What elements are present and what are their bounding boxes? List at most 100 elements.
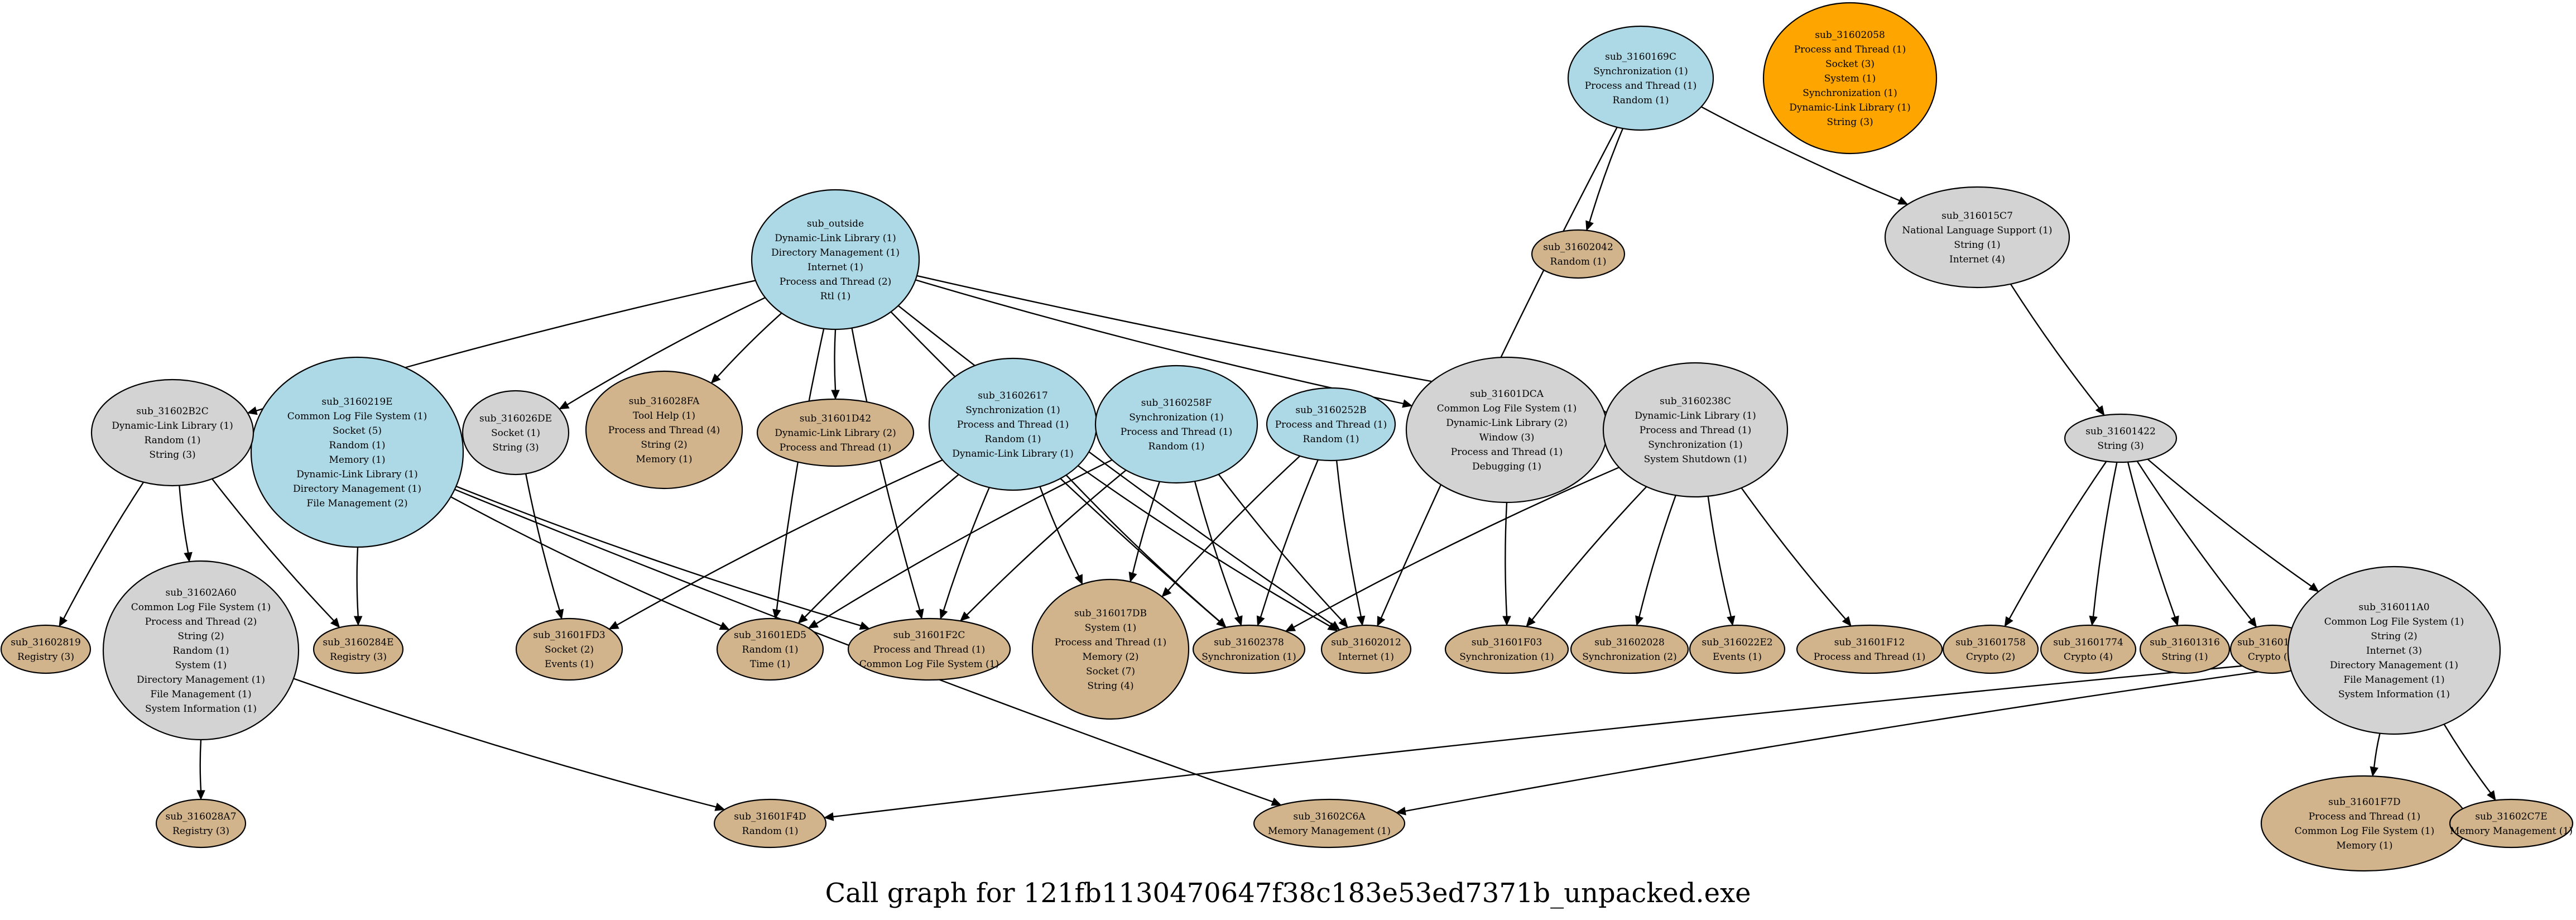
node-api-category: Dynamic-Link Library (1) xyxy=(112,420,233,432)
node-function-name: sub_31602B2C xyxy=(136,406,208,417)
node-function-name: sub_31601422 xyxy=(2085,426,2156,437)
node-function-name: sub_316015C7 xyxy=(1941,210,2013,222)
node-ellipse xyxy=(515,617,623,681)
node-api-category: Socket (5) xyxy=(333,425,382,437)
node-api-category: String (1) xyxy=(2161,651,2208,663)
node-api-category: String (3) xyxy=(149,449,195,461)
node-function-name: sub_316022E2 xyxy=(1702,637,1772,648)
node-api-category: Synchronization (1) xyxy=(1593,66,1688,77)
node-api-category: Memory (2) xyxy=(1082,651,1138,663)
node-ellipse xyxy=(1602,362,1789,498)
node-ellipse xyxy=(2287,566,2501,735)
node-function-name: sub_31601ED5 xyxy=(734,630,806,641)
call-edge xyxy=(851,328,921,611)
arrowhead xyxy=(823,812,834,821)
arrowhead xyxy=(1256,615,1265,626)
call-edge xyxy=(1167,456,1301,591)
arrowhead xyxy=(353,616,363,626)
node-function-name: sub_31602C6A xyxy=(1293,811,1366,822)
arrowhead xyxy=(939,608,948,620)
node-ellipse xyxy=(313,624,404,674)
node-api-category: Process and Thread (1) xyxy=(1451,447,1563,458)
node-api-category: Registry (3) xyxy=(17,651,74,663)
node-api-category: Dynamic-Link Library (1) xyxy=(1789,102,1911,113)
node-api-category: Process and Thread (1) xyxy=(1814,651,1926,663)
node-ellipse xyxy=(0,624,92,674)
call-edge xyxy=(63,482,145,619)
node-ellipse xyxy=(1689,624,1786,674)
call-edge xyxy=(450,496,722,627)
call-edge xyxy=(717,312,782,377)
node-ellipse xyxy=(1266,387,1396,462)
node-api-category: Random (1) xyxy=(742,826,799,837)
call-edge xyxy=(199,739,202,791)
node-api-category: Random (1) xyxy=(1550,256,1607,267)
node-api-category: Socket (2) xyxy=(545,644,594,655)
arrowhead xyxy=(797,614,808,624)
arrowhead xyxy=(1161,587,1172,597)
node-api-category: Common Log File System (1) xyxy=(131,602,271,613)
node-ellipse xyxy=(2260,775,2469,872)
node-api-category: Process and Thread (1) xyxy=(780,442,892,453)
node-function-name: sub_3160252B xyxy=(1295,405,1366,416)
node-api-category: Time (1) xyxy=(750,659,790,670)
call-edge xyxy=(356,547,359,617)
arrowhead xyxy=(1897,196,1909,205)
arrowhead xyxy=(2095,405,2105,416)
call-edge xyxy=(1218,473,1343,621)
node-ellipse xyxy=(1796,624,1943,674)
node-function-name: sub_31602378 xyxy=(1214,637,1284,648)
node-api-category: File Management (2) xyxy=(306,498,407,509)
call-edge xyxy=(1039,486,1080,577)
arrowhead xyxy=(1338,617,1348,628)
call-edge xyxy=(455,485,861,626)
node-function-name: sub_31601774 xyxy=(2053,637,2123,648)
node-api-category: Internet (1) xyxy=(808,262,863,273)
arrowhead xyxy=(2004,616,2013,627)
node-function-name: sub_316017DB xyxy=(1074,608,1147,619)
node-api-category: System (1) xyxy=(1085,622,1136,634)
node-ellipse xyxy=(2064,413,2178,463)
node-api-category: String (2) xyxy=(177,631,224,642)
node-api-category: String (1) xyxy=(1954,239,2000,251)
